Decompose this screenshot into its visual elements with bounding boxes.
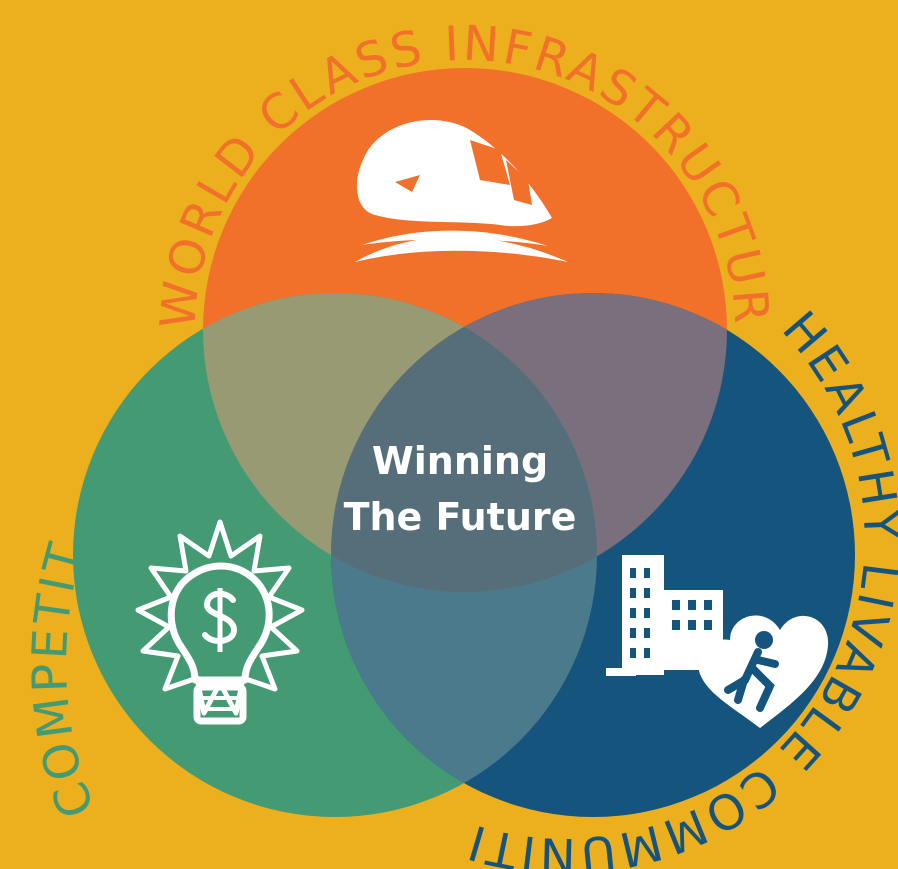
ring-label-economy: COMPETITIVE ECONOMY [0,0,106,825]
overlap-center [331,293,597,592]
city-walker-heart-icon [606,555,829,728]
center-label-line1: Winning [372,439,548,483]
train-icon [355,119,568,262]
lightbulb-dollar-icon [135,519,305,725]
center-label-line2: The Future [344,495,577,539]
ring-label-economy-path: COMPETITIVE ECONOMY [0,0,103,825]
